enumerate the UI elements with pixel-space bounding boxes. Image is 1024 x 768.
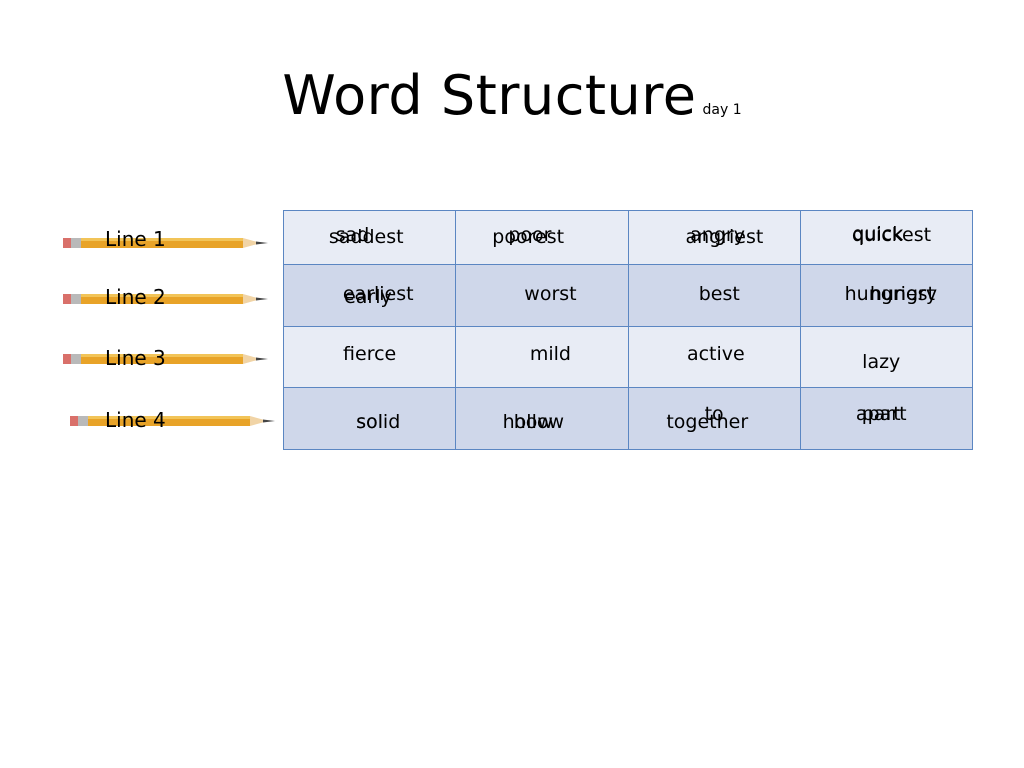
word: hollow [502,411,565,433]
word: sad [335,224,370,246]
word: active [686,343,745,365]
grid-cell: best [627,264,801,327]
word: lazy [862,351,901,373]
grid-row: fierce mild active lazy [282,326,974,388]
word: how [513,411,553,433]
slide-title: Word Structure day 1 [0,60,1024,146]
word: mild [529,343,572,365]
line-label-3: Line 3 [105,346,166,370]
word: to [704,403,724,425]
grid-cell: hungry hungriest [799,264,974,327]
word: poorest [492,226,565,248]
grid-row: sad saddest poor poorest angry angriest … [282,210,974,265]
word-grid: sad saddest poor poorest angry angriest … [282,210,974,450]
pencil-icon [63,354,268,364]
grid-cell: mild [455,326,629,388]
grid-cell: sol solid [282,387,457,450]
word: quick [852,223,904,245]
word: sol [356,411,384,433]
grid-cell: sad saddest [282,210,457,265]
word: quickest [851,224,932,246]
word: fierce [343,343,397,365]
title-text: Word Structure [282,64,697,127]
line-label-4: Line 4 [105,408,166,432]
grid-cell: to together [627,387,801,450]
grid-row: sol solid hollow how to together apart p… [282,387,974,450]
word: part [861,403,901,425]
pencil-icon [70,416,275,426]
word: solid [356,411,401,433]
word: angry [690,224,745,246]
word: best [698,283,740,305]
grid-cell: fierce [282,326,457,388]
grid-cell: active [627,326,801,388]
title-subtitle: day 1 [702,102,742,118]
word: hungriest [844,283,935,305]
word: apart [855,403,907,425]
line-label-2: Line 2 [105,285,166,309]
word: earliest [342,283,414,305]
word: early [344,286,392,308]
word: angriest [685,226,764,248]
line-label-1: Line 1 [105,227,166,251]
grid-cell: hollow how [455,387,629,450]
pencil-icon [63,238,268,248]
word: saddest [328,226,404,248]
grid-cell: quick quickest [799,210,974,265]
grid-cell: early earliest [282,264,457,327]
grid-cell: worst [455,264,629,327]
word: worst [524,283,577,305]
grid-cell: apart part [799,387,974,450]
word: together [666,411,749,433]
grid-cell: lazy [799,326,974,388]
pencil-icon [63,294,268,304]
grid-row: early earliest worst best hungry hungrie… [282,264,974,327]
grid-cell: poor poorest [455,210,629,265]
word: hungry [869,283,938,305]
word: poor [508,224,552,246]
grid-cell: angry angriest [627,210,801,265]
